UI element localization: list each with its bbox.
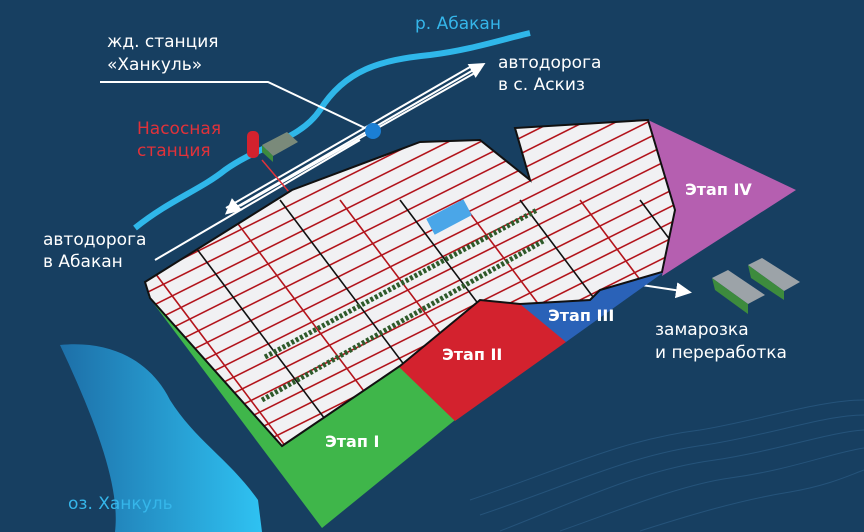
stage-2-area	[398, 300, 566, 421]
stage-4-area	[648, 120, 796, 276]
grid-line	[145, 137, 675, 409]
grid-line	[145, 153, 675, 425]
grid-line	[503, 361, 675, 446]
rail-station-label-2: «Ханкуль»	[107, 55, 203, 75]
grid-line	[599, 409, 675, 446]
processing-label-2: и переработка	[655, 343, 787, 363]
road-abakan-label-2: в Абакан	[43, 252, 123, 272]
stage-1-label: Этап I	[325, 432, 380, 451]
road-askiz-label-2: в с. Аскиз	[498, 75, 585, 95]
stage-2-label: Этап II	[442, 345, 503, 364]
processing-label-1: замарозка	[655, 320, 749, 340]
grid-line	[567, 393, 675, 446]
grid-line	[145, 252, 289, 446]
contour-lines	[469, 399, 864, 532]
grid-line	[145, 120, 535, 313]
grid-line	[663, 441, 675, 446]
river-abakan	[133, 30, 531, 231]
rail-station-marker	[365, 123, 381, 139]
lake-label: оз. Ханкуль	[68, 494, 173, 514]
grid-line	[535, 377, 675, 446]
tree-rows	[260, 207, 547, 403]
rail-station-label-1: жд. станция	[107, 32, 219, 52]
pump-station-label-2: станция	[137, 141, 211, 161]
water-reservoir	[426, 199, 472, 235]
processing-warehouse-icon	[712, 258, 800, 314]
grid-line	[183, 201, 675, 446]
stage-3-area	[520, 272, 664, 342]
river-label: р. Абакан	[415, 14, 501, 34]
grid-line	[145, 120, 663, 377]
grid-line	[145, 120, 631, 361]
road-abakan-label-1: автодорога	[43, 230, 147, 250]
pump-station-icon	[247, 131, 298, 162]
lake-khankul	[60, 344, 262, 532]
stage-4-label: Этап IV	[685, 180, 752, 199]
grid-line	[145, 120, 503, 297]
grid-line	[145, 121, 675, 393]
stage-3-label: Этап III	[548, 306, 615, 325]
pump-station-label-1: Насосная	[137, 119, 222, 139]
road-askiz-label-1: автодорога	[498, 53, 602, 73]
road	[100, 62, 692, 299]
